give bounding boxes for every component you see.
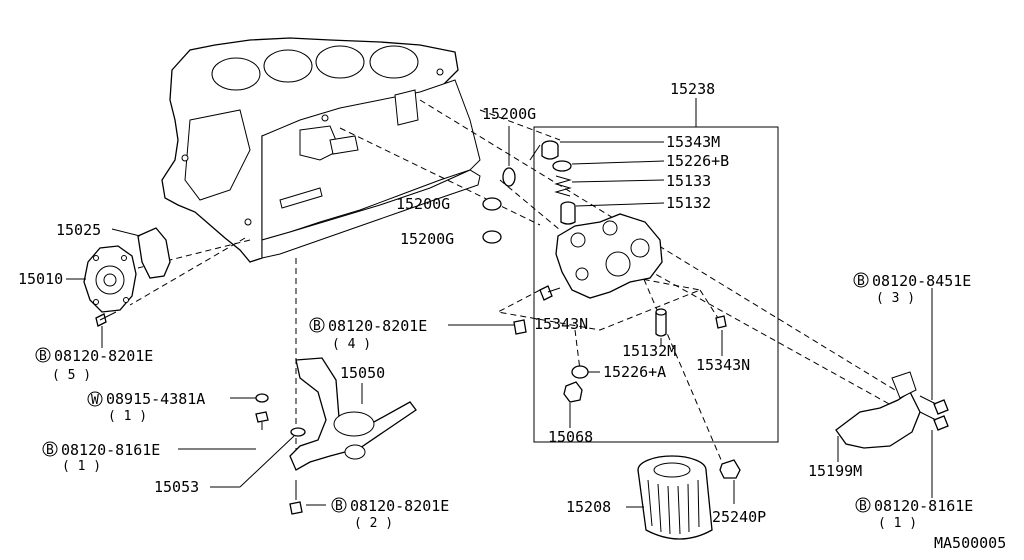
- label-15200g-mid: 15200G: [396, 195, 450, 213]
- cover-15199m: [835, 371, 921, 449]
- bolt-8161e-right: [919, 411, 949, 431]
- bolt-marker-b-2: [331, 497, 347, 513]
- label-15068: 15068: [548, 428, 593, 446]
- label-15208: 15208: [566, 498, 611, 516]
- label-08120-8201e-4: 08120-8201E: [328, 317, 427, 335]
- marker-b-2: B: [335, 499, 343, 514]
- label-qty-2: ( 2 ): [354, 516, 393, 531]
- label-25240p: 25240P: [712, 508, 766, 526]
- label-15226a: 15226+A: [603, 363, 666, 381]
- label-15199m: 15199M: [808, 462, 862, 480]
- label-qty-1a: ( 1 ): [108, 409, 147, 424]
- bolt-marker-b-1-left: [42, 441, 58, 457]
- label-15050: 15050: [340, 364, 385, 382]
- bolt-marker-b-4: [309, 317, 325, 333]
- label-15343m: 15343M: [666, 133, 720, 151]
- washer-15226b: [552, 160, 572, 172]
- marker-b-1-left: B: [46, 443, 54, 458]
- bolt-strainer-2: [289, 480, 303, 515]
- label-15343n-left: 15343N: [534, 315, 588, 333]
- leader-lines: [66, 141, 933, 508]
- assembly-15238-box: [533, 126, 779, 443]
- oring-15200g-top: [502, 167, 516, 187]
- label-15053: 15053: [154, 478, 199, 496]
- label-08120-8161e-left: 08120-8161E: [61, 441, 160, 459]
- label-15238: 15238: [670, 80, 715, 98]
- label-08120-8201e-2: 08120-8201E: [350, 497, 449, 515]
- oil-filter-15208: [637, 455, 713, 540]
- marker-b-5: B: [39, 349, 47, 364]
- filter-bracket: [555, 213, 663, 299]
- oring-15053: [290, 427, 306, 437]
- spring-15133: [554, 175, 572, 197]
- label-15226b: 15226+B: [666, 152, 729, 170]
- oil-pump-15010: [83, 245, 137, 313]
- bolt-marker-b-3: [853, 272, 869, 288]
- label-15132: 15132: [666, 194, 711, 212]
- gasket-15025: [137, 227, 171, 279]
- label-08915-4381a: 08915-4381A: [106, 390, 205, 408]
- label-qty-3: ( 3 ): [876, 291, 915, 306]
- label-15200g-top: 15200G: [482, 105, 536, 123]
- plug-15068: [563, 381, 583, 403]
- washer-marker-w: [87, 391, 103, 407]
- bolt-center-4: [513, 319, 527, 335]
- washer-w: [255, 393, 269, 403]
- marker-b-4: B: [313, 319, 321, 334]
- label-15343n-right: 15343N: [696, 356, 750, 374]
- label-qty-1b: ( 1 ): [62, 459, 101, 474]
- label-15025: 15025: [56, 221, 101, 239]
- label-15133: 15133: [666, 172, 711, 190]
- bolt-8451e: [919, 395, 949, 415]
- marker-w: W: [91, 393, 99, 408]
- washer-15226a: [571, 365, 589, 379]
- label-qty-1c: ( 1 ): [878, 516, 917, 531]
- bolt-marker-b-1-right: [855, 497, 871, 513]
- label-qty-4: ( 4 ): [332, 337, 371, 352]
- bolt-15343n-right: [715, 315, 727, 329]
- label-15132m: 15132M: [622, 342, 676, 360]
- bolt-pump: [95, 311, 117, 327]
- bolt-15343n-left: [539, 285, 561, 301]
- label-08120-8201e-5: 08120-8201E: [54, 347, 153, 365]
- dowel-15132m: [655, 308, 667, 337]
- alignment-lines: [129, 99, 901, 470]
- label-08120-8161e-right: 08120-8161E: [874, 497, 973, 515]
- marker-b-1-right: B: [859, 499, 867, 514]
- label-15010: 15010: [18, 270, 63, 288]
- bolt-marker-b-5: [35, 347, 51, 363]
- switch-25240p: [719, 459, 741, 479]
- engine-block: [161, 37, 481, 263]
- plug-15343m: [541, 140, 559, 160]
- bolt-8161e-left: [255, 411, 269, 430]
- diagram-code: MA500005: [934, 534, 1006, 552]
- strainer-15050: [289, 357, 417, 471]
- marker-b-3: B: [857, 274, 865, 289]
- label-15200g-low: 15200G: [400, 230, 454, 248]
- oring-15200g-mid: [482, 197, 502, 211]
- valve-15132: [560, 201, 576, 225]
- oring-15200g-low: [482, 230, 502, 244]
- label-08120-8451e: 08120-8451E: [872, 272, 971, 290]
- label-qty-5: ( 5 ): [52, 368, 91, 383]
